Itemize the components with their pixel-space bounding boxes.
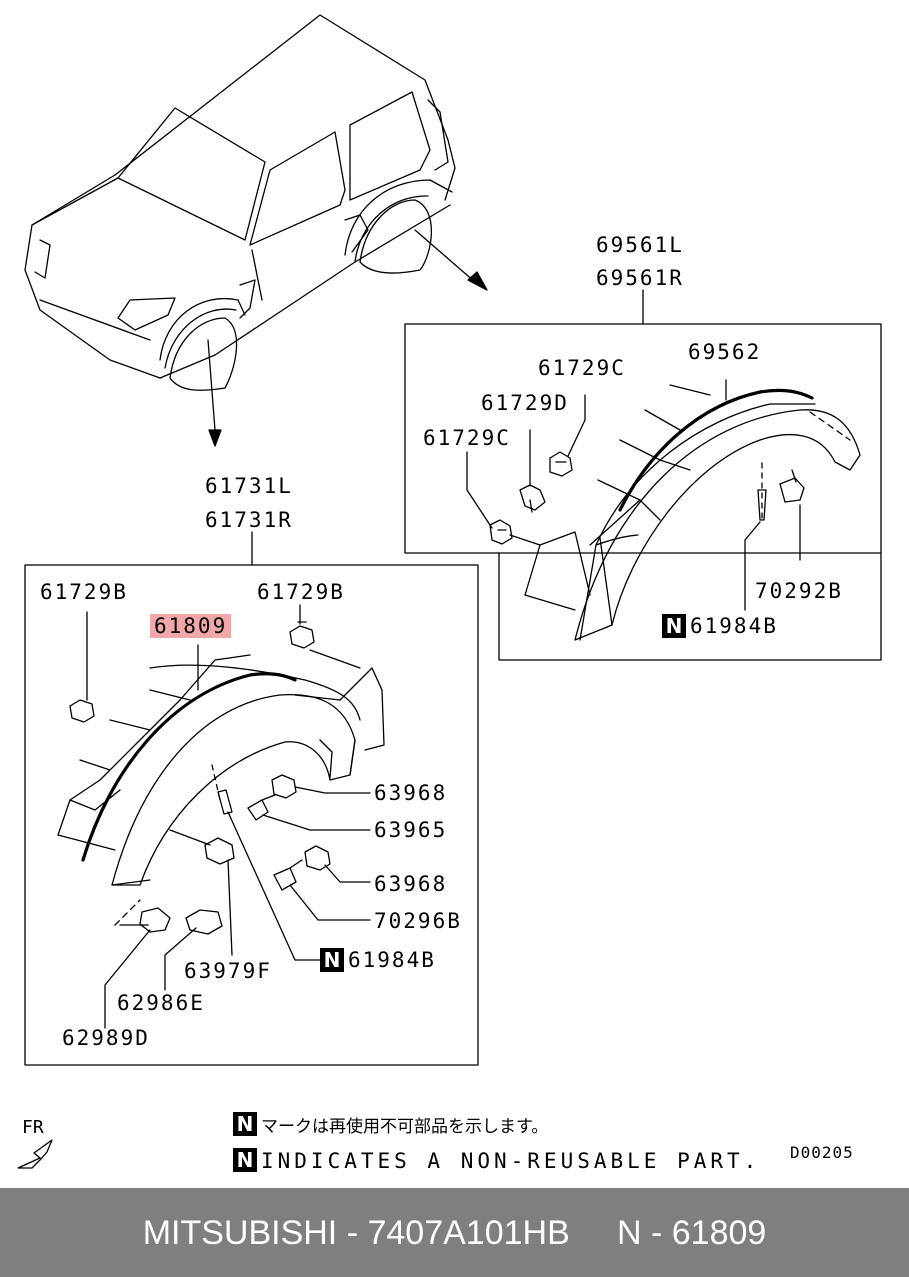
non-reusable-icon: N [320, 948, 344, 972]
label-63965: 63965 [374, 818, 448, 842]
rear-clips [489, 451, 805, 545]
non-reusable-icon: N [233, 1112, 257, 1136]
front-fasteners [69, 621, 331, 935]
diagram-code: D00205 [790, 1143, 854, 1162]
label-61729b-left: 61729B [40, 580, 128, 604]
label-70296b: 70296B [374, 909, 462, 933]
label-61731l: 61731L [205, 474, 293, 498]
label-69561r: 69561R [596, 266, 684, 290]
label-61729c-top: 61729C [538, 356, 626, 380]
footer-bar: MITSUBISHI - 7407A101HB N - 61809 [0, 1188, 909, 1277]
rear-assembly-frame [404, 289, 882, 661]
label-69561l: 69561L [596, 233, 684, 257]
front-assembly-frame [24, 531, 479, 1066]
label-61731r: 61731R [205, 508, 293, 532]
footer-part-info: MITSUBISHI - 7407A101HB N - 61809 [142, 1214, 767, 1252]
label-63968-bottom: 63968 [374, 872, 448, 896]
label-62986e: 62986E [117, 991, 205, 1015]
non-reusable-icon: N [662, 614, 686, 638]
pointer-arrows [207, 229, 488, 447]
label-62989d: 62989D [62, 1026, 150, 1050]
rear-leader-lines [466, 394, 801, 611]
front-fender-flare [57, 644, 385, 926]
label-63968-top: 63968 [374, 781, 448, 805]
rear-fender-flare [509, 379, 861, 641]
label-61729b-right: 61729B [257, 580, 345, 604]
vehicle-outline [24, 14, 456, 391]
label-61809-highlighted: 61809 [150, 614, 232, 638]
non-reusable-icon: N [233, 1148, 257, 1172]
label-70292b: 70292B [755, 579, 843, 603]
fr-label: FR [22, 1117, 44, 1138]
label-61729d: 61729D [481, 391, 569, 415]
label-63979f: 63979F [184, 959, 272, 983]
label-69562: 69562 [688, 340, 762, 364]
label-61729c-left: 61729C [423, 426, 511, 450]
fr-arrow-icon [17, 1139, 53, 1169]
highlighted-part-number: 61809 [150, 614, 232, 638]
front-leader-lines [86, 604, 371, 1029]
